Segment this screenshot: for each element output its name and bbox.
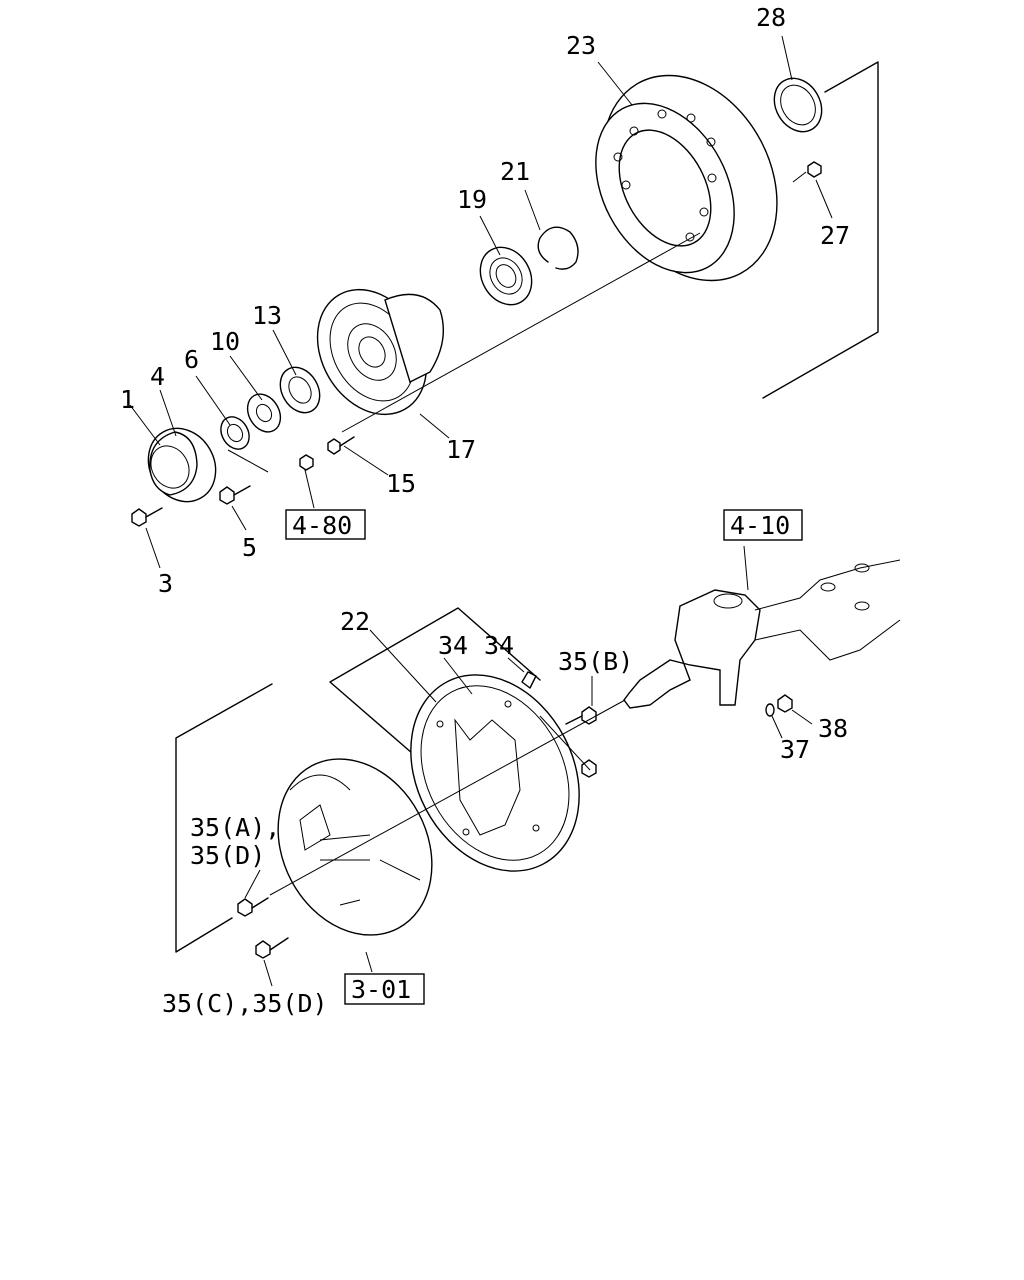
- bolt-35ad: [237, 897, 269, 917]
- group-bracket-lower-left: [175, 683, 273, 953]
- backing-plate: [410, 674, 580, 872]
- snap-ring: [537, 226, 579, 270]
- bolt-35b: [565, 706, 597, 725]
- lock-washer: [220, 416, 250, 450]
- callout-35cd: 35(C),35(D): [162, 989, 328, 1018]
- callout-38: 38: [818, 714, 848, 743]
- callout-15: 15: [386, 469, 416, 498]
- callout-4: 4: [150, 362, 165, 391]
- washer-37: [765, 703, 775, 717]
- callout-37: 37: [780, 735, 810, 764]
- reference-label-4-10: 4-10: [730, 511, 790, 540]
- stud-15: [327, 436, 355, 455]
- callout-10: 10: [210, 327, 240, 356]
- callout-27: 27: [820, 221, 850, 250]
- hub-nut: [246, 393, 282, 433]
- group-bracket-22: [329, 607, 541, 761]
- reference-box-3-01[interactable]: 3-01: [344, 973, 425, 1005]
- callout-6: 6: [184, 345, 199, 374]
- seal-ring: [773, 77, 823, 133]
- leader-lines: [129, 35, 833, 987]
- callout-5: 5: [242, 533, 257, 562]
- clip-34: [521, 671, 537, 689]
- outer-bearing: [479, 246, 533, 306]
- callout-35b: 35(B): [558, 647, 633, 676]
- axis-line-plate: [539, 715, 591, 771]
- callout-1: 1: [120, 385, 135, 414]
- axis-line-cap: [227, 449, 269, 473]
- reference-box-4-10[interactable]: 4-10: [723, 509, 803, 541]
- hub-cap: [147, 427, 217, 503]
- reference-label-3-01: 3-01: [351, 975, 411, 1004]
- reference-label-4-80: 4-80: [292, 511, 352, 540]
- brake-shoe-assembly: [277, 758, 433, 936]
- callout-34-right: 34: [484, 631, 514, 660]
- callout-22: 22: [340, 607, 370, 636]
- brake-drum: [595, 74, 778, 282]
- reference-box-4-80[interactable]: 4-80: [285, 509, 366, 540]
- callout-23: 23: [566, 31, 596, 60]
- nut-38: [777, 694, 793, 713]
- callout-19: 19: [457, 185, 487, 214]
- group-bracket-upper: [762, 61, 879, 399]
- callout-35ad-line2: 35(D): [190, 841, 265, 870]
- callout-35ad-line1: 35(A),: [190, 813, 280, 842]
- drum-nut: [792, 161, 822, 183]
- callout-17: 17: [446, 435, 476, 464]
- wheel-hub: [316, 288, 445, 416]
- bolt-35cd: [255, 937, 289, 959]
- axis-line-upper: [341, 232, 701, 433]
- callout-21: 21: [500, 157, 530, 186]
- steering-knuckle: [623, 559, 901, 709]
- callout-28: 28: [756, 3, 786, 32]
- callout-34-left: 34: [438, 631, 468, 660]
- hub-nut-small: [299, 454, 314, 471]
- bolt-5: [219, 485, 251, 505]
- bolt-3: [131, 507, 163, 527]
- axis-line-lower: [269, 699, 626, 896]
- callout-13: 13: [252, 301, 282, 330]
- callout-3: 3: [158, 569, 173, 598]
- inner-bearing: [279, 366, 321, 414]
